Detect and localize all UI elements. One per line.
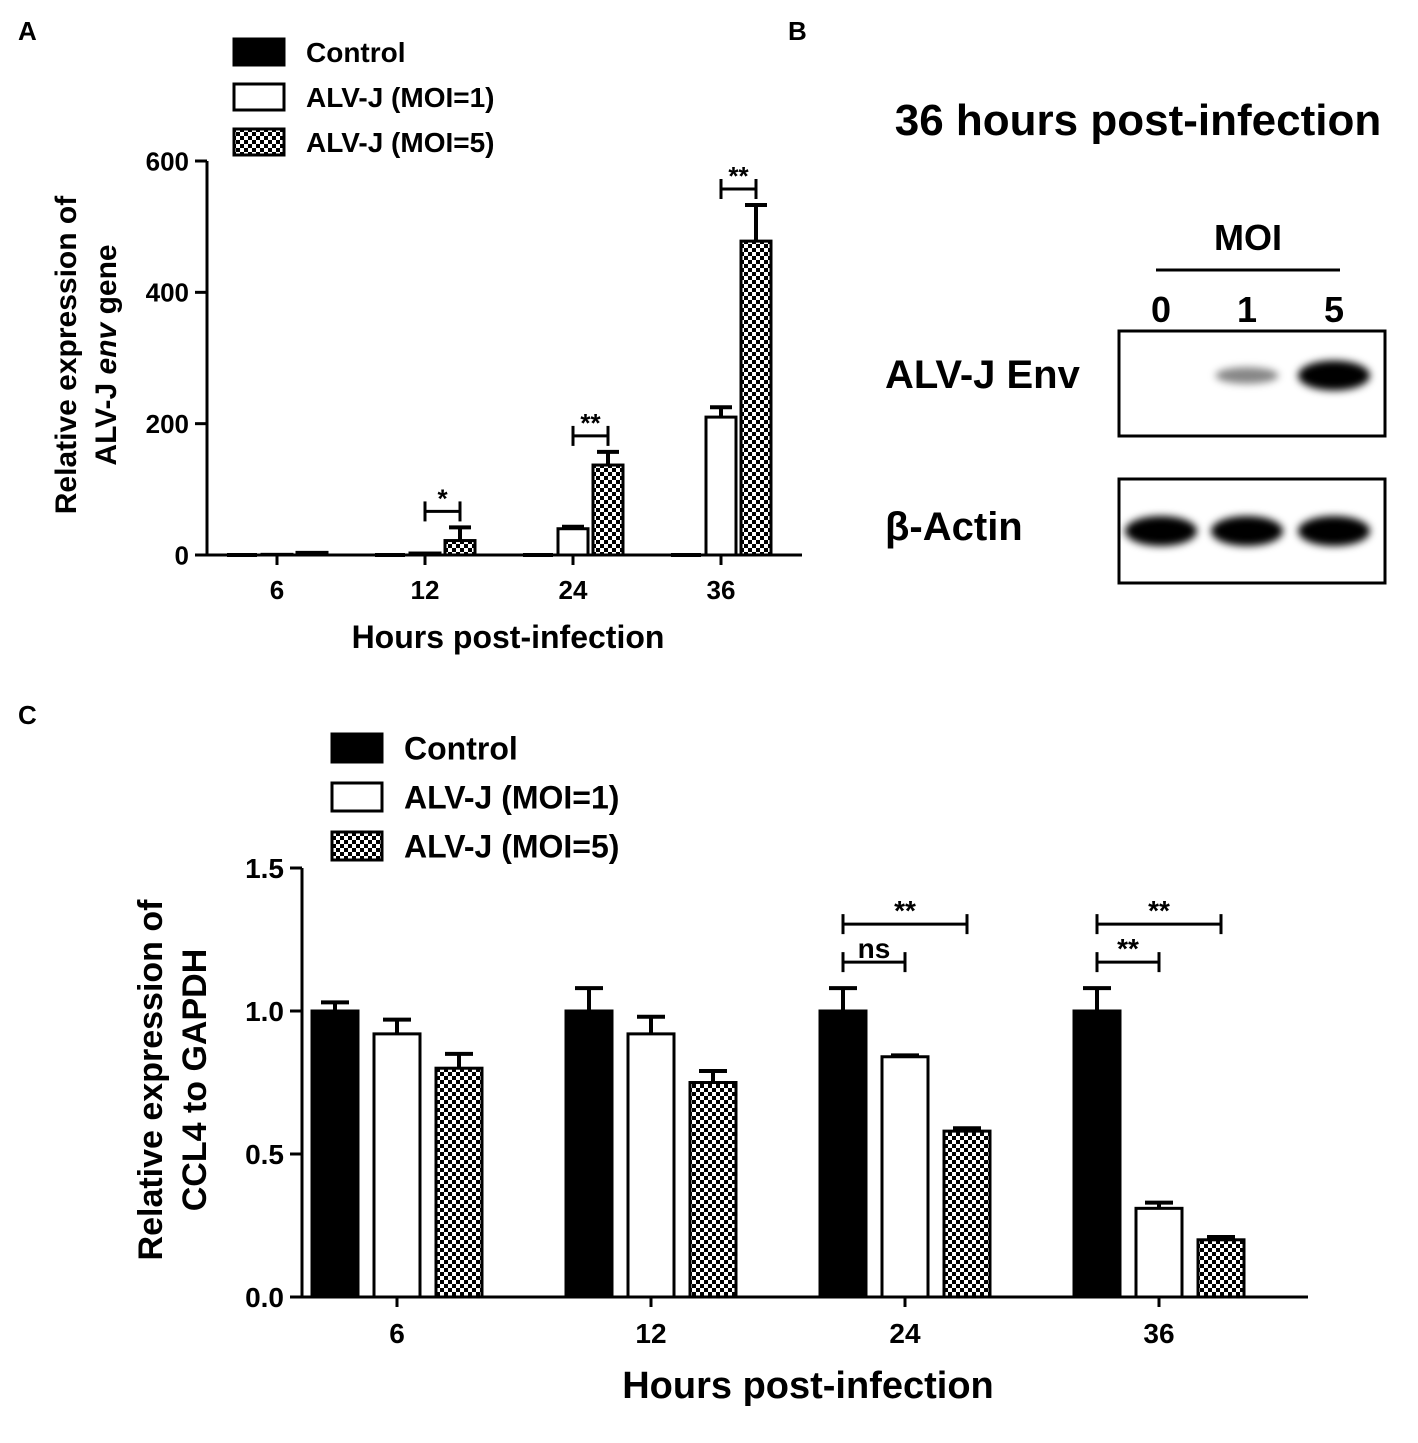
panel-b-western-blot: 36 hours post-infection MOI 0 1 5 ALV-J En…: [885, 96, 1387, 585]
bar-white: [1134, 1206, 1184, 1299]
y-tick-label: 200: [146, 409, 189, 439]
bar-checker: [591, 463, 625, 557]
bar-white: [372, 1032, 422, 1299]
panel-c-label: C: [18, 700, 37, 730]
y-tick-label: 600: [146, 146, 189, 176]
legend-label: Control: [404, 731, 518, 767]
bar-solid: [564, 1009, 614, 1299]
y-tick-label: 400: [146, 278, 189, 308]
bar-solid: [1072, 1009, 1122, 1299]
panel-a-y-axis-label-line2: ALV-J env gene: [90, 244, 123, 465]
bar-white: [260, 552, 294, 557]
blot-row-label: ALV-J Env: [885, 353, 1081, 397]
bar-solid: [310, 1009, 360, 1299]
panel-c-x-axis-label: Hours post-infection: [622, 1365, 994, 1407]
legend-label: ALV-J (MOI=5): [404, 829, 619, 865]
bar-white: [556, 527, 590, 557]
blot-title: 36 hours post-infection: [895, 96, 1381, 145]
blot-lane-label: 5: [1324, 289, 1344, 330]
bar-white: [408, 551, 442, 557]
legend-swatch-white: [232, 82, 286, 112]
significance-label: **: [894, 895, 916, 926]
blot-band: [1298, 360, 1370, 391]
bar-checker: [443, 539, 477, 557]
legend-label: ALV-J (MOI=5): [306, 127, 495, 158]
bar-white: [880, 1055, 930, 1299]
panel-b-label: B: [788, 16, 807, 46]
significance-label: *: [437, 483, 448, 513]
panel-a-y-axis-label-line1: Relative expression of: [50, 195, 83, 514]
bar-checker: [295, 550, 329, 557]
blot-moi-label: MOI: [1214, 217, 1282, 258]
bar-checker: [739, 239, 773, 557]
panel-c-y-axis-label-line2: CCL4 to GAPDH: [176, 949, 214, 1212]
blot-row-label: β-Actin: [885, 505, 1023, 549]
blot-lane-label: 1: [1237, 289, 1257, 330]
bar-checker: [1196, 1238, 1246, 1299]
y-tick-label: 1.0: [245, 996, 284, 1027]
panel-c-y-axis-label-line1: Relative expression of: [132, 899, 170, 1261]
blot-band: [1215, 367, 1279, 384]
panel-a-y-label-pre: ALV-J: [90, 374, 123, 465]
x-tick-label: 6: [389, 1318, 405, 1349]
bar-solid: [818, 1009, 868, 1299]
y-tick-label: 1.5: [245, 853, 284, 884]
bar-checker: [434, 1066, 484, 1299]
x-tick-label: 36: [1143, 1318, 1174, 1349]
panel-a-y-label-post: gene: [90, 244, 123, 322]
blot-band: [1211, 516, 1283, 546]
significance-label: **: [728, 161, 749, 191]
significance-label: **: [1117, 933, 1139, 964]
panel-a-x-axis-label: Hours post-infection: [352, 619, 665, 655]
blot-band: [1125, 516, 1197, 546]
legend-label: ALV-J (MOI=1): [404, 780, 619, 816]
significance-label: **: [580, 408, 601, 438]
legend-swatch-checker: [232, 127, 286, 157]
legend-swatch-white: [330, 781, 384, 813]
bar-white: [626, 1032, 676, 1299]
legend-swatch-solid: [330, 732, 384, 764]
legend-swatch-checker: [330, 830, 384, 862]
y-tick-label: 0.0: [245, 1282, 284, 1313]
legend-swatch-solid: [232, 37, 286, 67]
bar-checker: [688, 1081, 738, 1299]
x-tick-label: 12: [411, 575, 440, 605]
panel-a-y-label-italic: env: [90, 320, 123, 374]
blot-band: [1298, 516, 1370, 546]
significance-label: ns: [858, 933, 891, 964]
x-tick-label: 24: [889, 1318, 921, 1349]
blot-rows: ALV-J Env β-Actin: [885, 329, 1387, 585]
x-tick-label: 24: [559, 575, 588, 605]
blot-lane-labels: 0 1 5: [1151, 289, 1344, 330]
x-tick-label: 36: [707, 575, 736, 605]
y-tick-label: 0.5: [245, 1139, 284, 1170]
x-tick-label: 12: [635, 1318, 666, 1349]
bar-white: [704, 415, 738, 557]
y-tick-label: 0: [175, 540, 189, 570]
legend-label: Control: [306, 37, 406, 68]
significance-label: **: [1148, 895, 1170, 926]
panel-a-label: A: [18, 16, 37, 46]
legend-label: ALV-J (MOI=1): [306, 82, 495, 113]
blot-lane-label: 0: [1151, 289, 1171, 330]
x-tick-label: 6: [270, 575, 284, 605]
bar-checker: [942, 1129, 992, 1299]
